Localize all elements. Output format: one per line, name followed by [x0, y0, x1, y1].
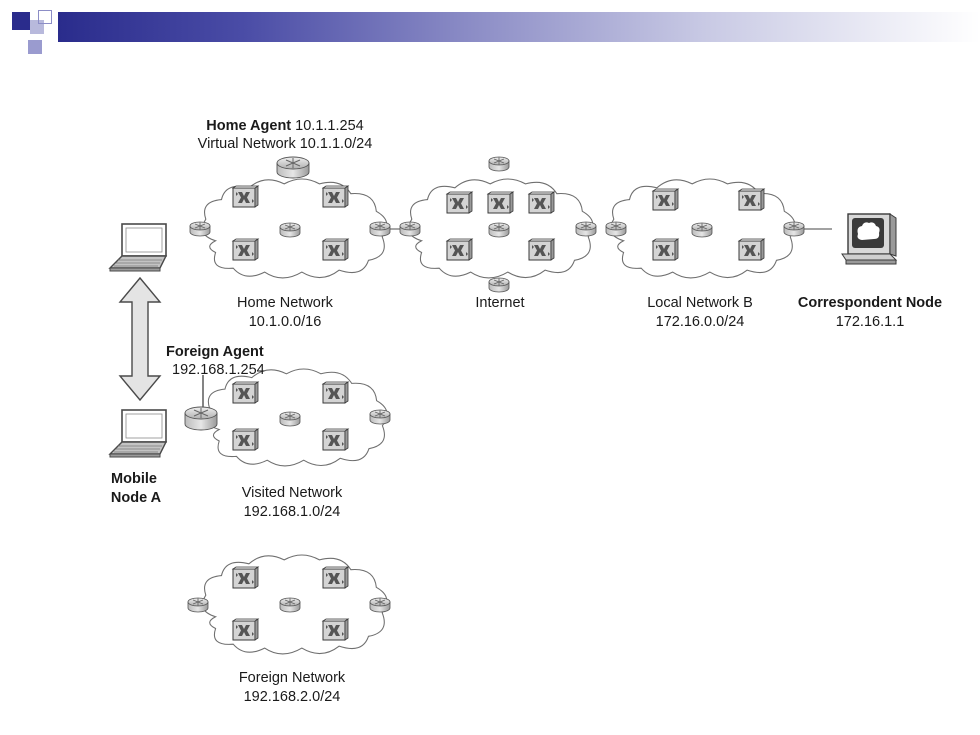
- visited-network-cloud: [205, 368, 391, 467]
- router-icon: [279, 411, 301, 427]
- switch-icon: [322, 428, 349, 451]
- switch-icon: [738, 188, 765, 211]
- switch-icon: [446, 191, 473, 214]
- laptop-icon-home: [109, 223, 167, 272]
- internet-cloud: [399, 156, 597, 293]
- home-network-name: Home Network: [237, 295, 334, 311]
- router-icon: [369, 409, 391, 425]
- switch-icon: [738, 238, 765, 261]
- switch-icon: [652, 188, 679, 211]
- workstation-icon: [841, 213, 897, 265]
- local-network-b-cloud: [605, 178, 805, 279]
- correspondent-node-address: 172.16.1.1: [836, 314, 905, 330]
- router-icon: [369, 597, 391, 613]
- foreign-agent-address: 192.168.1.254: [172, 362, 265, 378]
- home-network-cloud: [189, 178, 391, 279]
- switch-icon: [232, 428, 259, 451]
- switch-icon: [322, 381, 349, 404]
- header-bar: [58, 12, 980, 42]
- home-agent-router: [276, 156, 310, 179]
- foreign-agent-title: Foreign Agent: [166, 344, 264, 360]
- switch-icon: [322, 185, 349, 208]
- virtual-network-label: Virtual Network 10.1.1.0/24: [198, 136, 373, 152]
- home-agent-label: Home Agent 10.1.1.254: [206, 118, 363, 134]
- router-icon: [575, 221, 597, 237]
- foreign-network-name: Foreign Network: [239, 670, 346, 686]
- switch-icon: [322, 238, 349, 261]
- correspondent-node-name: Correspondent Node: [798, 295, 942, 311]
- mobile-node-label-line2: Node A: [111, 490, 162, 506]
- router-icon: [691, 222, 713, 238]
- local-network-address: 172.16.0.0/24: [656, 314, 745, 330]
- foreign-network-address: 192.168.2.0/24: [244, 689, 341, 705]
- router-icon: [605, 221, 627, 237]
- router-icon: [783, 221, 805, 237]
- router-icon: [488, 222, 510, 238]
- switch-icon: [232, 185, 259, 208]
- visited-network-address: 192.168.1.0/24: [244, 504, 341, 520]
- foreign-network-cloud: [187, 554, 391, 655]
- router-icon: [279, 222, 301, 238]
- router-icon: [279, 597, 301, 613]
- switch-icon: [322, 618, 349, 641]
- visited-network-name: Visited Network: [242, 485, 343, 501]
- movement-double-arrow: [118, 276, 162, 402]
- switch-icon: [652, 238, 679, 261]
- internet-label: Internet: [475, 295, 524, 311]
- router-icon: [488, 156, 510, 172]
- foreign-agent-router: [184, 406, 218, 431]
- router-icon: [189, 221, 211, 237]
- laptop-icon-mobile: [109, 409, 167, 458]
- mobile-node-label-line1: Mobile: [111, 471, 157, 487]
- local-network-name: Local Network B: [647, 295, 753, 311]
- home-network-address: 10.1.0.0/16: [249, 314, 322, 330]
- switch-icon: [528, 238, 555, 261]
- switch-icon: [232, 566, 259, 589]
- switch-icon: [232, 618, 259, 641]
- router-icon: [369, 221, 391, 237]
- switch-icon: [446, 238, 473, 261]
- switch-icon: [322, 566, 349, 589]
- switch-icon: [232, 238, 259, 261]
- header-square-outline: [38, 10, 52, 24]
- switch-icon: [528, 191, 555, 214]
- router-icon: [187, 597, 209, 613]
- router-icon: [488, 277, 510, 293]
- header-square-dark: [12, 12, 30, 30]
- header-square-small: [28, 40, 42, 54]
- switch-icon: [232, 381, 259, 404]
- switch-icon: [487, 191, 514, 214]
- router-icon: [399, 221, 421, 237]
